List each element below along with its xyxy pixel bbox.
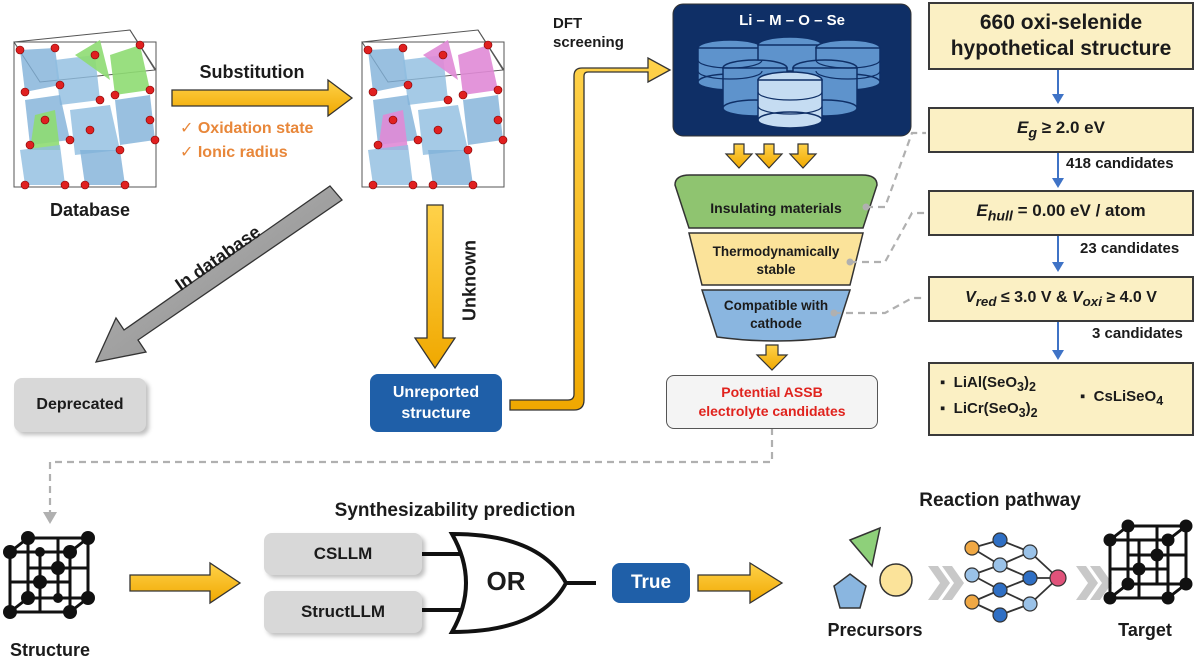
dft-screening-label: DFT screening [553, 15, 624, 51]
bandgap-criterion-box: Eg ≥ 2.0 eV [928, 107, 1194, 153]
candidate-1-close: ) [1023, 374, 1029, 391]
voltage-criterion-box: Vred ≤ 3.0 V & Voxi ≥ 4.0 V [928, 276, 1194, 322]
potential-candidates-label: Potential ASSB electrolyte candidates [698, 384, 846, 419]
voxi-symbol: V [1071, 288, 1083, 306]
or-gate-label: OR [486, 566, 526, 596]
voltage-criterion: Vred ≤ 3.0 V & Voxi ≥ 4.0 V [965, 289, 1157, 309]
precursor-shapes-icon [833, 526, 913, 609]
candidate-cslisea4: ▪ CsLiSeO4 [1080, 388, 1164, 408]
hull-criterion-box: Ehull = 0.00 eV / atom [928, 190, 1194, 236]
funnel-stable-label: Thermodynamically stable [712, 244, 840, 277]
dashed-arrow-head [43, 512, 57, 524]
dft-screening-arrow [509, 56, 672, 411]
funnel-insulating-label: Insulating materials [710, 200, 842, 216]
candidate-2-sub: 3 [1018, 406, 1026, 420]
li-m-o-se-database [672, 3, 912, 137]
structllm-box: StructLLM [264, 591, 422, 633]
candidate-licrseo3: ▪ LiCr(SeO3)2 [940, 400, 1038, 420]
final-candidates-box: ▪ LiAl(SeO3)2 ▪ LiCr(SeO3)2 ▪ CsLiSeO4 [928, 362, 1194, 436]
candidate-1-sub2: 2 [1028, 380, 1036, 394]
precursors-label: Precursors [827, 620, 923, 640]
bandgap-subscript: g [1028, 125, 1038, 142]
candidate-1-sub: 3 [1017, 380, 1024, 394]
candidates-count-23: 23 candidates [1080, 240, 1180, 257]
structure-label: Structure [9, 640, 90, 660]
deprecated-label: Deprecated [36, 396, 124, 413]
candidates-count-418: 418 candidates [1066, 155, 1174, 172]
hull-value: = 0.00 eV / atom [1012, 201, 1146, 221]
crystal-structure-database [13, 29, 160, 190]
target-atoms [1103, 519, 1193, 605]
bandgap-symbol: E [1017, 118, 1029, 138]
funnel-compatible-label: Compatible with cathode [723, 298, 829, 331]
crystal-structure-substituted [361, 29, 508, 190]
screening-funnel [674, 174, 878, 342]
bandgap-criterion: Eg ≥ 2.0 eV [1017, 118, 1105, 141]
chevron-right-icons [928, 566, 1112, 600]
three-down-arrows [724, 143, 818, 169]
hull-criterion: Ehull = 0.00 eV / atom [976, 201, 1145, 224]
hull-subscript: hull [987, 208, 1013, 225]
true-to-reaction-arrow [697, 561, 784, 605]
substitution-label: Substitution [199, 62, 305, 82]
dashed-connector-dots [830, 203, 870, 317]
structure-atoms [3, 531, 95, 619]
vred-value: ≤ 3.0 V & [996, 288, 1072, 306]
target-cube-icon [1108, 524, 1188, 600]
or-gate [422, 531, 596, 635]
hull-symbol: E [976, 201, 988, 221]
reaction-network-icon [964, 532, 1067, 623]
substitution-arrow [171, 78, 354, 118]
potential-arrow [755, 344, 789, 371]
candidate-3-text: CsLiSeO [1093, 388, 1157, 405]
structure-to-synth-arrow [129, 561, 242, 605]
csllm-label: CSLLM [313, 544, 373, 563]
hypothetical-structures-box: 660 oxi-selenide hypothetical structure [928, 2, 1194, 70]
deprecated-box: Deprecated [14, 378, 146, 432]
voxi-value: ≥ 4.0 V [1101, 288, 1157, 306]
candidate-2-close: ) [1025, 400, 1031, 417]
candidate-2-text: LiCr(SeO [953, 400, 1019, 417]
unknown-arrow [413, 204, 457, 370]
reaction-pathway-label: Reaction pathway [919, 490, 1081, 511]
synthesizability-label: Synthesizability prediction [334, 500, 576, 521]
screening-flow-arrows [1052, 68, 1064, 360]
true-label: True [630, 572, 672, 593]
in-database-arrow [94, 185, 343, 363]
candidates-count-3: 3 candidates [1092, 325, 1183, 342]
unknown-label: Unknown [459, 240, 480, 321]
ionic-radius-check: ✓ Ionic radius [180, 144, 288, 161]
voxi-subscript: oxi [1082, 294, 1102, 310]
vred-subscript: red [975, 294, 997, 310]
unreported-structure-box: Unreported structure [370, 374, 502, 432]
candidate-3-sub: 4 [1156, 394, 1164, 408]
vred-symbol: V [965, 288, 976, 306]
database-title: Li – M – O – Se [739, 12, 845, 29]
dashed-connectors [48, 131, 926, 515]
candidate-lialseo3: ▪ LiAl(SeO3)2 [940, 374, 1036, 394]
oxidation-state-check: ✓ Oxidation state [180, 120, 314, 137]
candidate-1-text: LiAl(SeO [953, 374, 1017, 391]
candidate-2-sub2: 2 [1030, 406, 1038, 420]
bandgap-value: ≥ 2.0 eV [1037, 118, 1105, 138]
structllm-label: StructLLM [300, 602, 386, 621]
target-label: Target [1118, 620, 1172, 640]
csllm-box: CSLLM [264, 533, 422, 575]
potential-candidates-box: Potential ASSB electrolyte candidates [666, 375, 878, 429]
true-box: True [612, 563, 690, 603]
database-label: Database [49, 200, 131, 220]
unreported-label: Unreported structure [392, 384, 480, 422]
hypothetical-structures-label: 660 oxi-selenide hypothetical structure [950, 11, 1172, 60]
